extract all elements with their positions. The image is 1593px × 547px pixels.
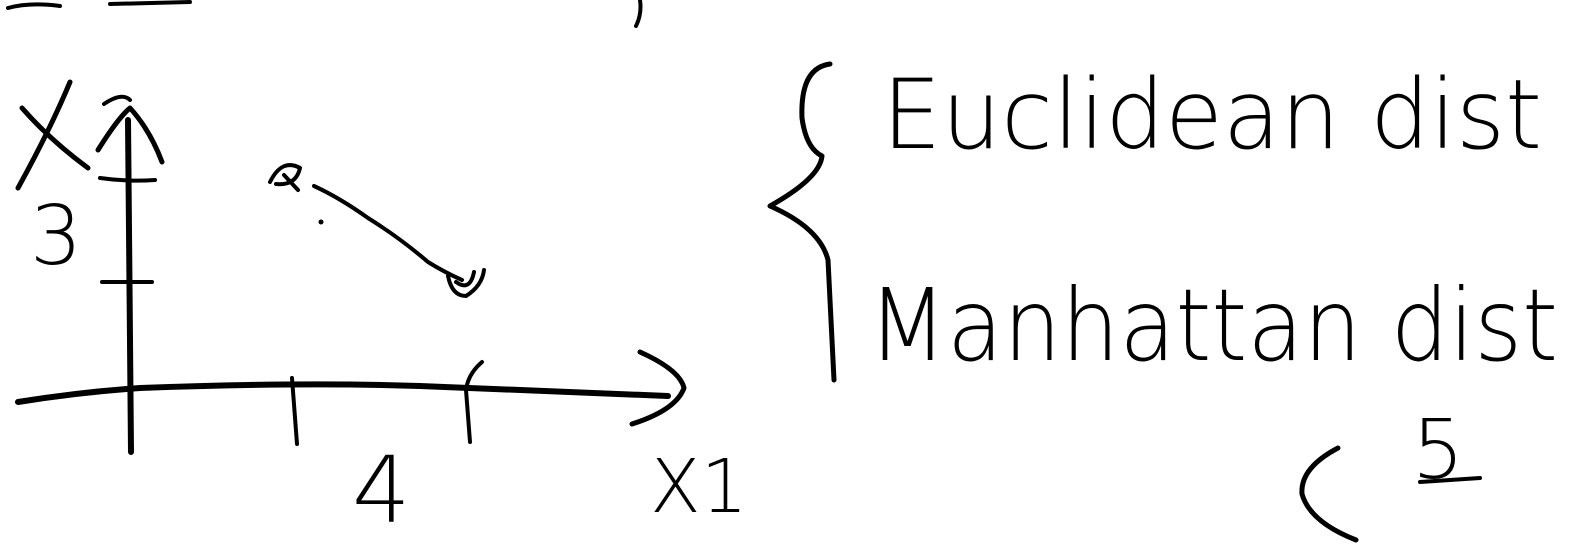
x-tick-label: 4 [352, 437, 411, 544]
point-b [446, 268, 486, 298]
fraction-underline [1418, 476, 1482, 484]
x-axis-label: X1 [650, 444, 748, 530]
fraction-digit: 5 [1412, 403, 1464, 498]
x-axis-arrowhead [629, 349, 687, 427]
stray-dot [318, 219, 324, 225]
x-tick-mid [290, 376, 299, 446]
top-edge-scribble [6, 0, 643, 28]
y-tick-label: 3 [30, 189, 82, 284]
distance-line [312, 184, 464, 282]
y-axis-label-x-glyph [15, 79, 91, 191]
x-tick-4 [464, 360, 484, 444]
y-tick-3 [98, 176, 157, 183]
manhattan-label: Manhattan dist [868, 267, 1558, 384]
x-axis [15, 381, 671, 405]
y-axis-label [15, 79, 132, 191]
point-a [268, 163, 302, 192]
y-axis-arrowhead [95, 105, 165, 165]
curly-brace [767, 61, 837, 383]
euclidean-label: Euclidean dist [882, 59, 1542, 171]
y-axis [125, 117, 134, 455]
less-than-stroke [1299, 445, 1359, 543]
y-axis-label-subscript-2 [102, 94, 132, 106]
